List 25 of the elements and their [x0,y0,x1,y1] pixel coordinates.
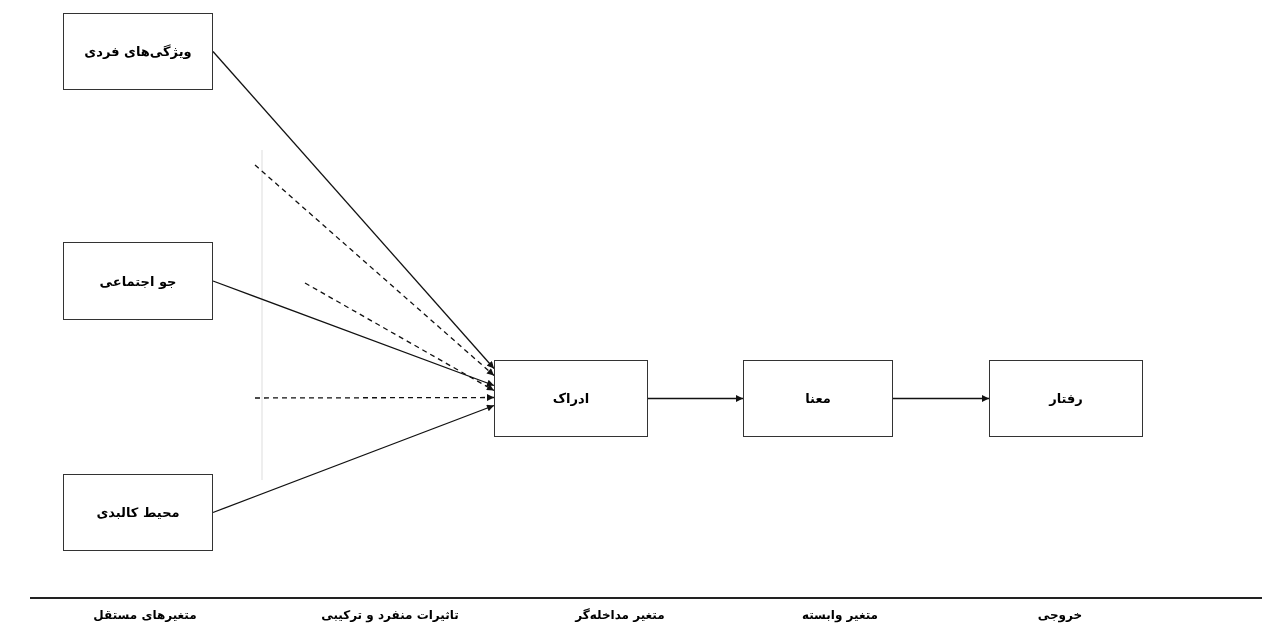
arrow [254,164,495,377]
column-heading: متغیر وابسته [801,608,879,622]
process-box [63,13,213,90]
column-heading: متغیرهای مستقل [93,608,197,622]
box-text: ادراک [552,391,590,406]
process-box [63,474,213,551]
arrow [212,280,495,387]
column-heading: خروجی [1037,608,1083,622]
arrow [254,394,495,401]
process-box [989,360,1143,437]
column-heading: متغیر مداخله‌گر [575,608,665,622]
arrow [892,395,990,402]
box-text: ویژگی‌های فردی [84,44,192,59]
process-box [743,360,893,437]
box-text: جو اجتماعی [99,273,177,289]
box-text: رفتار [1049,391,1083,406]
arrow [304,282,495,392]
arrow [212,50,495,370]
column-heading: تاثیرات منفرد و ترکیبی [321,608,459,622]
process-box [494,360,648,437]
box-text: معنا [805,391,831,406]
process-box [63,242,213,320]
arrow [647,395,744,402]
box-text: محیط کالبدی [96,505,180,520]
arrow [212,404,495,514]
